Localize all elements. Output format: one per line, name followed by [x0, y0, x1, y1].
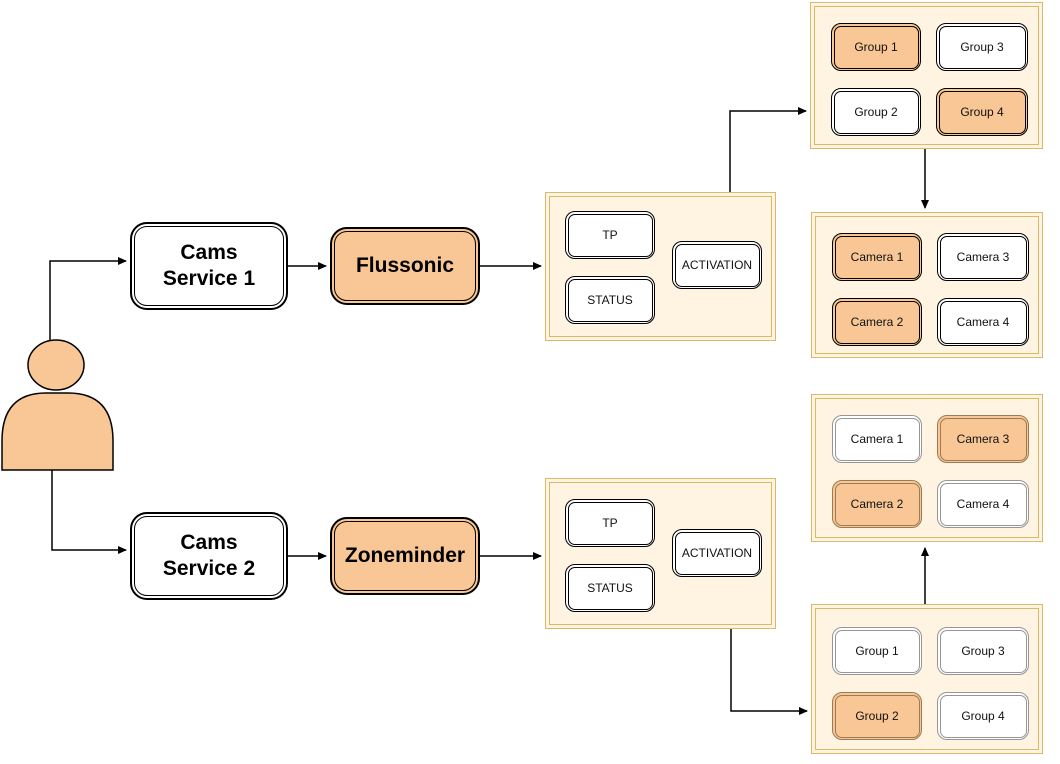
user-person-icon [1, 339, 114, 471]
node-cams-service-2: Cams Service 2 [130, 512, 288, 600]
group-box: Group 1 [832, 627, 922, 675]
tp-box: TP [565, 499, 655, 547]
camera-box: Camera 2 [832, 298, 922, 346]
camera-box: Camera 3 [937, 233, 1029, 281]
camera-box: Camera 4 [937, 298, 1029, 346]
panel-zoneminder-controls: TP STATUS ACTIVATION [545, 478, 776, 629]
arrow-controls-to-groups-bottom [730, 629, 808, 715]
node-zoneminder: Zoneminder [330, 517, 480, 595]
status-box: STATUS [565, 564, 655, 612]
group-box: Group 3 [936, 23, 1028, 71]
panel-zoneminder-groups: Group 1 Group 3 Group 2 Group 4 [811, 604, 1043, 754]
panel-flussonic-cameras: Camera 1 Camera 3 Camera 2 Camera 4 [811, 212, 1043, 358]
group-box: Group 2 [831, 88, 921, 136]
panel-flussonic-groups: Group 1 Group 3 Group 2 Group 4 [810, 2, 1043, 149]
camera-box: Camera 2 [832, 480, 922, 528]
node-cams-service-1: Cams Service 1 [130, 222, 288, 310]
arrow-controls-to-groups-top [729, 107, 807, 192]
camera-box: Camera 3 [937, 415, 1029, 463]
status-box: STATUS [565, 276, 655, 324]
group-box: Group 4 [937, 692, 1029, 740]
activation-box: ACTIVATION [672, 529, 762, 577]
panel-zoneminder-cameras: Camera 1 Camera 3 Camera 2 Camera 4 [811, 394, 1043, 542]
arrow-user-to-cams-service-1 [49, 257, 127, 362]
activation-box: ACTIVATION [672, 241, 762, 289]
group-box: Group 1 [831, 23, 921, 71]
camera-box: Camera 1 [832, 233, 922, 281]
node-flussonic: Flussonic [330, 227, 480, 305]
panel-flussonic-controls: TP STATUS ACTIVATION [545, 192, 776, 341]
person-head [27, 339, 85, 391]
group-box: Group 4 [936, 88, 1028, 136]
camera-box: Camera 4 [937, 480, 1029, 528]
group-box: Group 3 [937, 627, 1029, 675]
arrow-user-to-cams-service-2 [51, 466, 127, 554]
person-body [1, 392, 114, 471]
group-box: Group 2 [832, 692, 922, 740]
camera-box: Camera 1 [832, 415, 922, 463]
tp-box: TP [565, 211, 655, 259]
